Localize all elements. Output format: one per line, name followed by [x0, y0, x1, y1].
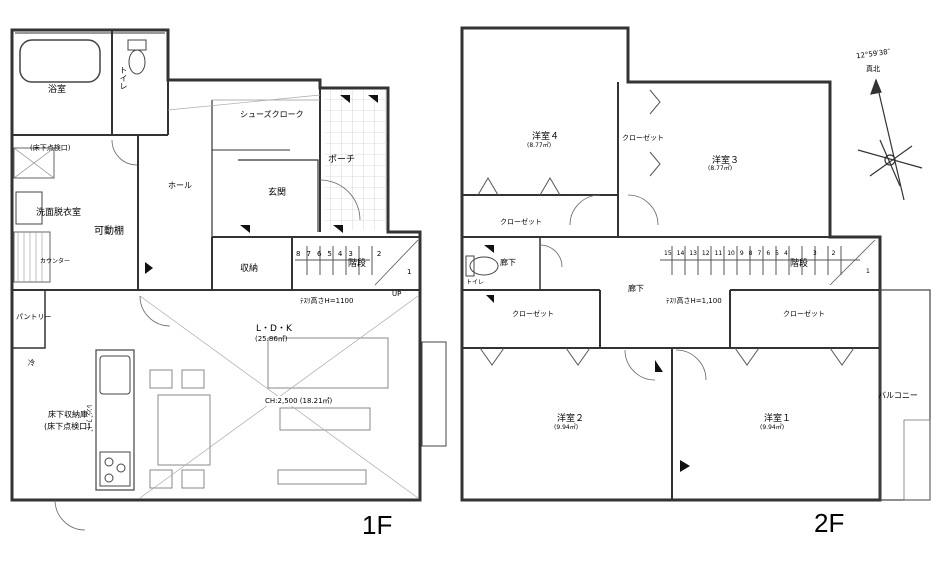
closet-doors-2f: [477, 89, 855, 366]
north-compass: [857, 78, 923, 201]
room-western4: 洋室４: [532, 132, 560, 142]
stair-num-last: 1: [866, 268, 870, 275]
label-closet-c: クローゼット: [783, 310, 825, 318]
stair-num: 7: [757, 250, 762, 257]
cooktop: [99, 451, 131, 487]
stair-num: 10: [727, 250, 735, 257]
stair-num: 4: [783, 250, 788, 257]
toilet-bowl-1f: [128, 49, 146, 75]
label-range-hood: ﾚﾝｼﾞﾌｰﾄﾞ: [85, 405, 93, 433]
stair-num: 2: [831, 250, 836, 257]
kitchen-sink: [99, 355, 131, 395]
porch-tile-grid: [325, 90, 387, 230]
washing-machine: [15, 191, 43, 225]
label-toilet-2f: トイレ: [466, 279, 485, 286]
label-underfloor-storage: 床下収納庫: [48, 410, 88, 419]
label-balcony: バルコニー: [878, 391, 918, 400]
compass-north-label: 真北: [866, 65, 880, 73]
stairs-1f: [295, 239, 419, 286]
room-western1: 洋室１: [764, 414, 792, 424]
stair-numbers-2f: 15 14 13 12 11 10 9 8 7 6 5 4 3 2: [664, 250, 835, 257]
room-porch: ポーチ: [328, 155, 356, 165]
stair-num: 3: [812, 250, 817, 257]
switch-markers-2f: [484, 245, 690, 472]
label-fridge: 冷: [28, 359, 35, 367]
label-underfloor-inspection-2: (床下点検口): [44, 422, 91, 431]
room-ldk-area: (25.86㎡): [255, 335, 288, 343]
label-up: UP: [392, 290, 402, 298]
stair-num: 15: [664, 250, 672, 257]
stair-num: 6: [316, 250, 322, 258]
room-western2-area: (9.94㎡): [554, 424, 579, 431]
room-shoe-closet: シューズクローク: [240, 110, 304, 119]
dining-table: [149, 369, 211, 489]
bathtub: [19, 39, 101, 83]
room-bath: 浴室: [48, 85, 67, 95]
room-storage: 収納: [240, 264, 259, 274]
label-closet-w4: クローゼット: [622, 134, 664, 142]
toilet-bowl-2f: [469, 256, 499, 276]
stair-numbers-1f: 8 7 6 5 4 3 2: [296, 250, 396, 258]
room-western3: 洋室３: [712, 156, 740, 166]
stair-num: 8: [748, 250, 753, 257]
room-hall: ホール: [168, 181, 192, 190]
label-handrail-1f: ﾃｽﾘ高さH=1100: [300, 297, 354, 305]
label-underfloor-inspection: (床下点検口): [30, 144, 71, 152]
stair-num: 8: [296, 250, 301, 258]
floor1-label: 1F: [362, 510, 393, 540]
label-ceiling-height: CH:2,500 (18.21㎡): [265, 396, 333, 406]
room-western3-area: (8.77㎡): [708, 165, 733, 172]
room-western4-area: (8.77㎡): [527, 142, 552, 149]
stair-num: 12: [701, 250, 710, 257]
room-western1-area: (9.94㎡): [760, 424, 785, 431]
label-movable-shelf: 可動棚: [94, 226, 124, 237]
stair-num: 5: [775, 250, 779, 257]
switch-markers-1f: [145, 95, 378, 274]
room-toilet-1f: トイレ: [119, 66, 128, 90]
label-stairs-1f: 階段: [348, 259, 367, 269]
kitchen-counter: [95, 349, 135, 491]
label-corridor-small: 廊下: [500, 258, 516, 267]
door-swings-2f: [539, 194, 707, 381]
stair-num: 14: [676, 250, 685, 257]
floor2-plan: [460, 26, 882, 502]
label-closet-b: クローゼット: [512, 310, 554, 318]
label-closet-a: クローゼット: [500, 218, 542, 226]
room-entrance: 玄関: [268, 188, 287, 198]
floor2-label: 2F: [814, 508, 845, 538]
room-ldk: L・D・K: [256, 324, 292, 334]
stair-num: 13: [689, 250, 697, 257]
living-sofa: [267, 337, 389, 485]
stair-num: 4: [337, 250, 343, 258]
label-handrail-2f: ﾃｽﾘ高さH=1,100: [666, 297, 722, 305]
room-western2: 洋室２: [557, 414, 585, 424]
room-pantry: パントリー: [16, 313, 52, 321]
stair-num: 7: [306, 250, 311, 258]
stair-num-last: 1: [407, 268, 412, 276]
label-corridor: 廊下: [628, 284, 644, 293]
stair-num: 2: [376, 250, 382, 258]
door-swings-1f: [54, 139, 361, 531]
stair-num: 11: [714, 250, 723, 257]
stair-num: 3: [348, 250, 353, 258]
floor1-plan: [10, 28, 422, 502]
stair-num: 5: [327, 250, 332, 258]
label-stairs-2f: 階段: [790, 259, 809, 269]
stair-num: 9: [739, 250, 744, 257]
room-washroom: 洗面脱衣室: [36, 208, 82, 218]
stairs-2f: [660, 239, 876, 286]
label-counter: カウンター: [40, 258, 71, 265]
inspection-hatch: [13, 147, 55, 179]
stair-num: 6: [766, 250, 771, 257]
